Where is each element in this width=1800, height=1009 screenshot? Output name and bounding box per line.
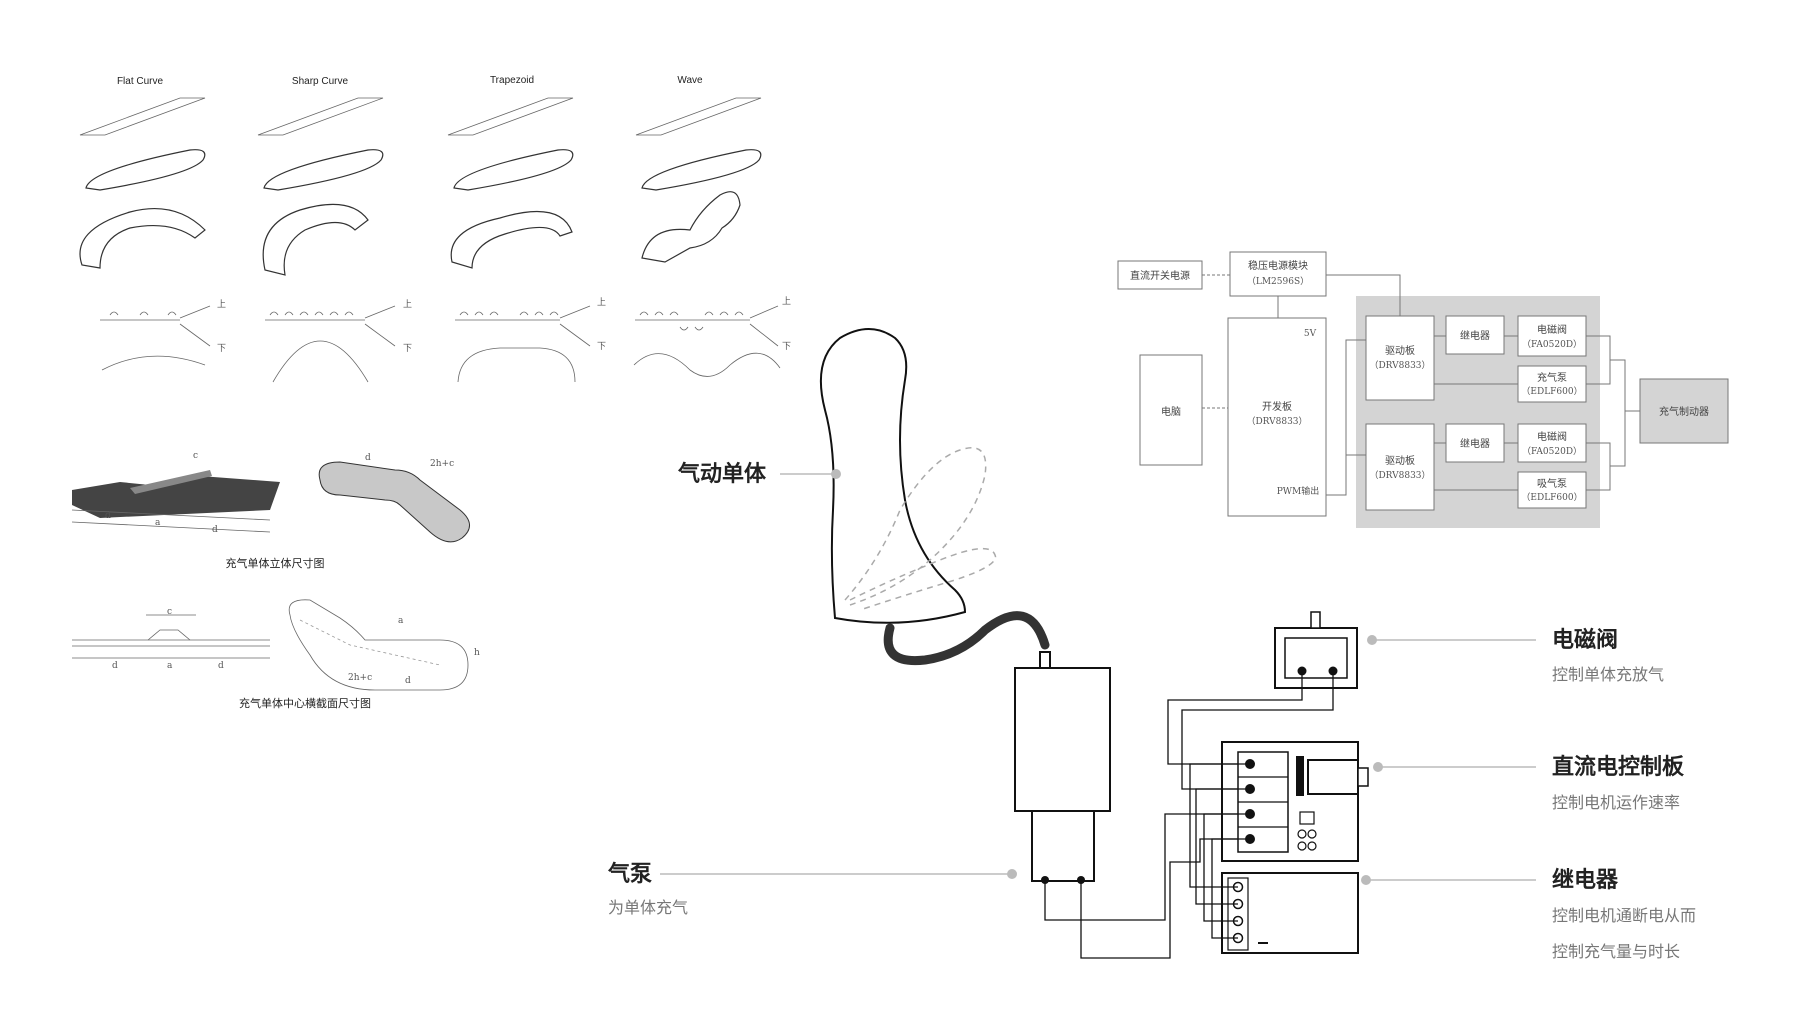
suction-pump-label-2: （EDLF600） [1521,492,1582,503]
pneumatic-unit-outline [819,328,967,624]
relay-2-label: 继电器 [1460,437,1490,450]
section-profiles: 上 下 上 下 上 下 上 下 [100,296,791,354]
label-pneumatic-unit: 气动单体 [677,461,767,487]
wiring [1044,671,1334,959]
dev-board-box [1227,317,1327,517]
pneumatic-unit-bent-ghost [844,447,987,606]
solenoid-valve-inner [1284,637,1348,679]
curve-profiles [101,340,781,383]
relay-2-box [1445,423,1505,463]
label-lower-4: 下 [782,342,791,352]
dim-2hc-elbow: 2h+c [348,673,372,683]
callouts: 气动单体 气泵 为单体充气 电磁阀 控制单体充放气 直流电控制板 控制电机运作速… [607,461,1696,961]
valve-1-box [1517,315,1587,357]
dim-d-section-left: d [112,661,118,671]
inflate-pump-label-2: （EDLF600） [1521,386,1582,397]
dim-d-left: d [105,511,111,521]
dc-control-motor-block [1307,759,1359,795]
dc-power-box [1117,260,1203,290]
inflated-pillows [85,149,762,191]
dim-c-section: c [167,607,172,617]
dim-h-elbow: h [474,648,480,658]
dc-control-chip [1299,811,1315,825]
dc-control-capacitor [1296,756,1304,796]
inflate-pump-label-1: 充气泵 [1537,371,1567,384]
shape-title-wave: Wave [677,75,703,86]
relay-terminal-strip [1227,877,1249,951]
valve-1-label-1: 电磁阀 [1537,323,1567,336]
shape-title-sharp-curve: Sharp Curve [292,76,349,87]
regulator-label-1: 稳压电源模块 [1248,259,1308,272]
label-valve-title: 电磁阀 [1552,627,1618,653]
shape-title-trapezoid: Trapezoid [490,75,534,86]
driver-1-box [1365,315,1435,401]
label-lower-1: 下 [217,344,226,354]
air-pump-motor [1031,810,1095,882]
dim-d-3d: d [365,453,371,463]
bent-forms [79,191,741,276]
label-relay-title: 继电器 [1552,867,1619,893]
dim-a-section: a [167,661,173,671]
dim-a-mid: a [155,518,161,528]
driver-2-box [1365,423,1435,511]
computer-box [1139,354,1203,466]
dim-2hc-3d: 2h+c [430,459,454,469]
dev-board-label-2: （DRV8833） [1246,416,1307,427]
valve-2-label-1: 电磁阀 [1537,430,1567,443]
actuator-label: 充气制动器 [1659,405,1709,418]
driver-1-label-1: 驱动板 [1385,344,1415,357]
label-relay-desc-2: 控制充气量与时长 [1552,942,1680,961]
caption-stereo-dims: 充气单体立体尺寸图 [226,556,325,570]
dc-power-label: 直流开关电源 [1130,269,1190,282]
regulator-box [1229,251,1327,297]
label-air-pump-title: 气泵 [607,861,652,887]
block-diagram: 直流开关电源 稳压电源模块 （LM2596S） 电脑 开发板 （DRV8833）… [1117,251,1729,528]
dimension-drawings: c d a d d 2h+c 充气单体立体尺寸图 c d a d a 2h+c … [71,451,480,710]
air-pump-body [1014,667,1111,812]
label-upper-3: 上 [597,297,606,308]
pneumatic-unit-flexed-ghost [849,547,997,611]
label-air-pump-desc: 为单体充气 [608,898,688,917]
air-tube [883,611,1050,666]
label-valve-desc: 控制单体充放气 [1552,665,1664,684]
shape-title-flat-curve: Flat Curve [117,76,164,87]
regulator-label-2: （LM2596S） [1247,276,1309,287]
label-upper-2: 上 [403,299,412,310]
circuit-illustration [819,328,1369,959]
flat-sheets [79,97,762,136]
label-relay-desc-1: 控制电机通断电从而 [1552,906,1696,925]
label-lower-2: 下 [403,344,412,354]
actuator-box [1639,378,1729,444]
label-lower-3: 下 [597,342,606,352]
label-upper-4: 上 [782,296,791,307]
computer-label: 电脑 [1161,405,1181,418]
label-dc-board-title: 直流电控制板 [1552,754,1685,780]
valve-1-label-2: （FA0520D） [1522,339,1582,350]
suction-pump-label-1: 吸气泵 [1537,477,1567,490]
solenoid-valve-stem [1310,611,1321,629]
driver-2-label-2: （DRV8833） [1369,470,1430,481]
label-upper-1: 上 [217,299,226,310]
dim-d-elbow: d [405,676,411,686]
dev-board-label-1: 开发板 [1262,400,1292,413]
shape-study-panel: Flat Curve Sharp Curve Trapezoid Wave [79,75,791,383]
driver-1-label-2: （DRV8833） [1369,360,1430,371]
air-pump-nozzle [1039,651,1051,669]
dev-board-5v: 5V [1304,329,1317,339]
dim-d-right: d [212,525,218,535]
label-dc-board-desc: 控制电机运作速率 [1552,793,1680,812]
dev-board-pwm: PWM输出 [1277,485,1320,497]
driver-2-label-1: 驱动板 [1385,454,1415,467]
dim-c-top: c [193,451,198,461]
valve-2-box [1517,423,1587,463]
dim-a-elbow: a [398,616,404,626]
caption-section-dims: 充气单体中心横截面尺寸图 [239,696,371,710]
valve-2-label-2: （FA0520D） [1522,446,1582,457]
relay-1-label: 继电器 [1460,329,1490,342]
dim-d-section-right: d [218,661,224,671]
relay-1-box [1445,315,1505,355]
